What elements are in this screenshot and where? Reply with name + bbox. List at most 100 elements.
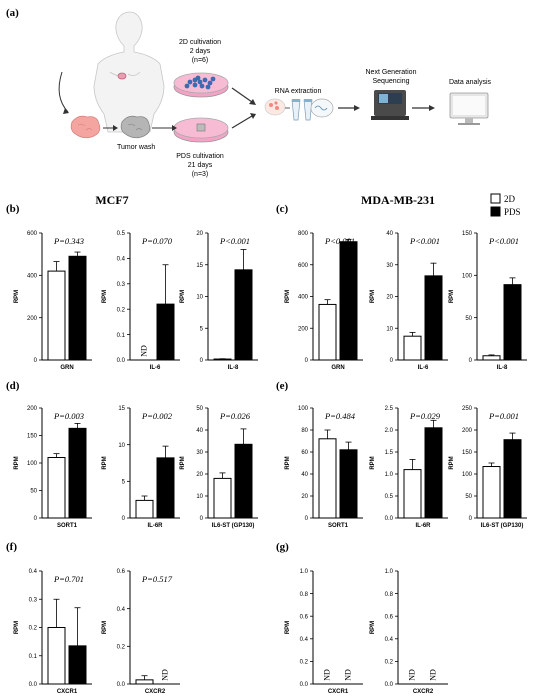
bar-2d <box>318 303 337 361</box>
panel-label-b: (b) <box>6 203 20 215</box>
y-tick-label: 0.0 <box>29 682 38 688</box>
x-category-label: GRN <box>60 365 73 371</box>
nd-label-pds: ND <box>343 669 352 681</box>
p-value-label: P=0.029 <box>409 411 441 421</box>
cult2d-line3: (n=6) <box>192 57 209 64</box>
legend-label-pds: PDS <box>504 207 521 217</box>
y-tick-label: 250 <box>462 406 473 412</box>
y-tick-label: 0 <box>122 516 126 522</box>
y-tick-label: 0 <box>34 358 38 364</box>
y-tick-label: 80 <box>301 428 308 434</box>
pds-line2: 21 days <box>188 162 213 169</box>
bar-pds <box>156 303 175 361</box>
bar-pds <box>424 275 443 361</box>
bar-pds <box>68 255 87 361</box>
y-tick-label: 1.0 <box>385 472 394 478</box>
y-tick-label: 2.5 <box>385 406 394 412</box>
y-tick-label: 10 <box>196 494 203 500</box>
y-tick-label: 20 <box>386 295 393 301</box>
y-tick-label: 50 <box>196 406 203 412</box>
y-tick-label: 1.0 <box>385 569 394 575</box>
y-tick-label: 40 <box>196 428 203 434</box>
bar-2d <box>318 438 337 519</box>
y-tick-label: 0 <box>469 358 473 364</box>
bar-pds <box>503 284 522 361</box>
p-value-label: P<0.001 <box>219 236 250 246</box>
y-tick-label: 1.5 <box>385 450 394 456</box>
bar-pds <box>156 457 175 519</box>
y-tick-label: 10 <box>196 295 203 301</box>
bar-pds <box>234 443 253 519</box>
y-tick-label: 150 <box>462 450 473 456</box>
bar-2d <box>403 335 422 361</box>
y-axis-label: RPM <box>180 290 186 303</box>
bar-2d <box>47 270 66 361</box>
y-tick-label: 0.2 <box>29 626 38 632</box>
y-tick-label: 0.5 <box>117 231 126 237</box>
bar-pds <box>339 241 358 361</box>
y-tick-label: 50 <box>465 494 472 500</box>
y-tick-label: 0 <box>305 516 309 522</box>
panel-label-g: (g) <box>276 541 289 553</box>
y-tick-label: 20 <box>196 231 203 237</box>
cult2d-line2: 2 days <box>190 48 211 55</box>
y-tick-label: 100 <box>462 472 473 478</box>
y-tick-label: 0 <box>469 516 473 522</box>
y-tick-label: 150 <box>27 434 38 440</box>
nd-label-pds: ND <box>160 669 169 681</box>
y-axis-label: RPM <box>370 290 376 303</box>
y-axis-label: RPM <box>14 456 20 469</box>
tumor-tissue-icon <box>70 115 101 139</box>
y-axis-label: RPM <box>180 456 186 469</box>
y-tick-label: 100 <box>298 406 309 412</box>
y-tick-label: 40 <box>386 231 393 237</box>
x-category-label: IL6-ST (GP130) <box>481 523 524 529</box>
y-tick-label: 0.2 <box>117 307 126 313</box>
y-tick-label: 15 <box>196 263 203 269</box>
p-value-label: P=0.701 <box>53 574 84 584</box>
legend: 2D PDS <box>490 193 521 217</box>
p-value-label: P=0.003 <box>53 411 84 421</box>
y-axis-label: RPM <box>285 290 291 303</box>
y-tick-label: 15 <box>118 406 125 412</box>
y-tick-label: 50 <box>30 489 37 495</box>
p-value-label: P=0.343 <box>53 236 84 246</box>
monitor-icon <box>449 92 489 125</box>
x-category-label: IL-8 <box>497 365 508 371</box>
nd-label-2d: ND <box>139 345 148 357</box>
y-tick-label: 0.0 <box>117 358 126 364</box>
y-tick-label: 0 <box>305 358 309 364</box>
x-category-label: CXCR1 <box>57 689 78 695</box>
x-category-label: IL-6R <box>148 523 164 529</box>
y-tick-label: 200 <box>27 316 38 322</box>
y-tick-label: 0.4 <box>385 637 394 643</box>
p-value-label: P=0.002 <box>141 411 173 421</box>
y-tick-label: 0.3 <box>29 597 38 603</box>
y-tick-label: 400 <box>27 274 38 280</box>
y-axis-label: RPM <box>102 290 108 303</box>
panel-label-d: (d) <box>6 380 20 392</box>
y-axis-label: RPM <box>370 621 376 634</box>
bar-2d <box>213 358 232 361</box>
y-tick-label: 0.8 <box>300 592 309 598</box>
x-category-label: IL-6 <box>150 365 161 371</box>
x-category-label: CXCR2 <box>413 689 434 695</box>
y-tick-label: 0.0 <box>385 516 394 522</box>
y-tick-label: 0.1 <box>117 333 126 339</box>
y-tick-label: 0 <box>390 358 394 364</box>
y-tick-label: 0.3 <box>117 282 126 288</box>
y-tick-label: 0.0 <box>117 682 126 688</box>
legend-label-2d: 2D <box>504 194 516 204</box>
panel-label-a: (a) <box>6 7 19 19</box>
y-axis-label: RPM <box>449 290 455 303</box>
y-tick-label: 30 <box>196 450 203 456</box>
y-tick-label: 40 <box>301 472 308 478</box>
